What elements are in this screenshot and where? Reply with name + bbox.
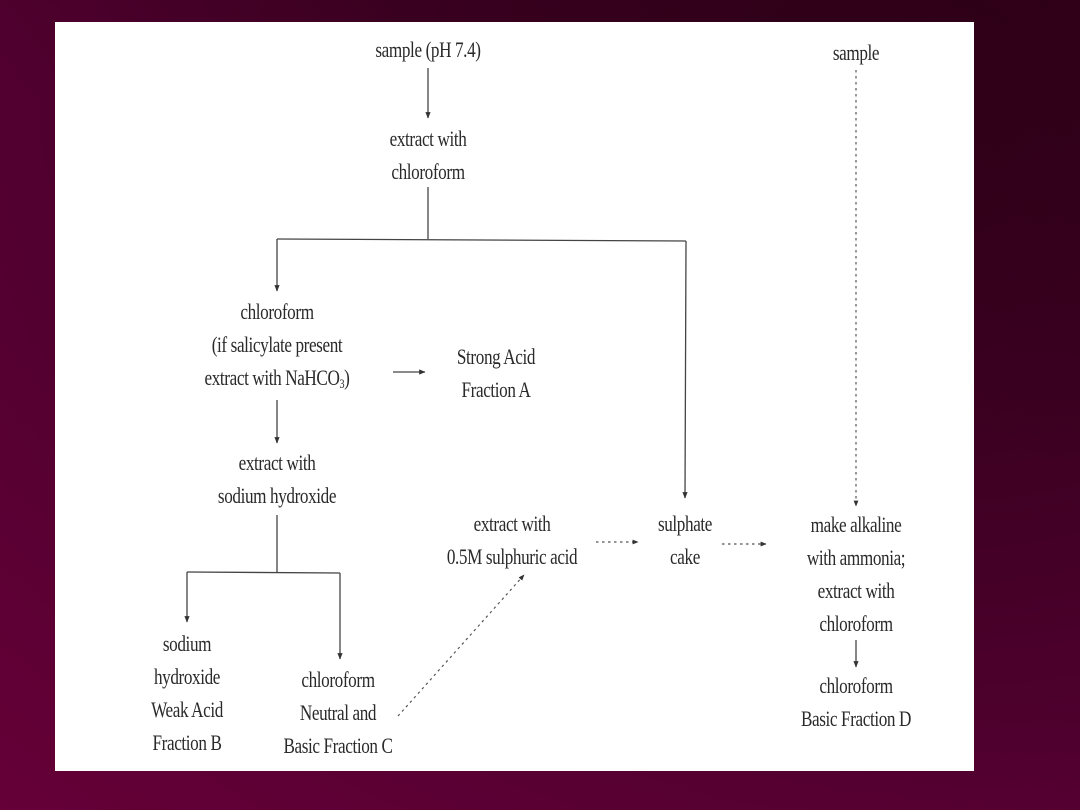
subscript-3: 3 (339, 376, 345, 391)
node-text: sample (832, 40, 880, 65)
node-text: extract with (389, 126, 467, 151)
node-weak-acid: sodium hydroxide Weak Acid Fraction B (132, 627, 241, 759)
node-text: make alkaline (810, 512, 902, 537)
node-text: (if salicylate present (211, 332, 343, 357)
node-make-alkaline: make alkaline with ammonia; extract with… (786, 508, 926, 640)
node-sample-2: sample (809, 36, 903, 69)
node-text: sodium hydroxide (217, 483, 337, 508)
node-text: chloroform (301, 667, 375, 692)
node-text: sodium (162, 631, 212, 656)
edge-split-bottom (186, 571, 341, 574)
node-text: sample (pH 7.4) (375, 37, 481, 62)
node-neutral-basic: chloroform Neutral and Basic Fraction C (260, 663, 416, 762)
node-text: chloroform (819, 611, 893, 636)
node-text: Strong Acid (456, 344, 536, 369)
node-text-nahco3: extract with NaHCO3) (176, 361, 379, 400)
node-text: ) (344, 365, 350, 390)
node-text: extract with (817, 578, 895, 603)
node-extract-naoh: extract with sodium hydroxide (191, 446, 363, 512)
node-extract-sulphuric: extract with 0.5M sulphuric acid (422, 507, 601, 573)
node-text: chloroform (819, 673, 893, 698)
edge-split-top (276, 238, 687, 242)
node-text: sulphate (657, 511, 713, 536)
node-text: with ammonia; (806, 545, 906, 570)
node-extract-chloroform: extract with chloroform (350, 122, 506, 188)
node-sample-ph: sample (pH 7.4) (350, 33, 506, 66)
node-text: chloroform (391, 159, 465, 184)
node-text: Fraction B (152, 730, 222, 755)
node-text: 0.5M sulphuric acid (446, 544, 578, 569)
edge-to-sulphate-cake (682, 240, 688, 499)
diagram-panel (55, 22, 974, 771)
edge-neutral-to-sulphuric (397, 574, 525, 717)
node-text: extract with (238, 450, 316, 475)
node-text: Basic Fraction C (283, 733, 393, 758)
node-text: chloroform (240, 299, 314, 324)
node-text: extract with (473, 511, 551, 536)
node-strong-acid: Strong Acid Fraction A (434, 340, 559, 406)
node-chloroform-salicylate: chloroform (if salicylate present extrac… (176, 295, 379, 400)
node-text: Fraction A (461, 377, 531, 402)
node-text: Basic Fraction D (800, 706, 912, 731)
node-text: Weak Acid (151, 697, 223, 722)
node-sulphate-cake: sulphate cake (638, 507, 732, 573)
node-text: Neutral and (299, 700, 377, 725)
node-basic-fraction-d: chloroform Basic Fraction D (778, 669, 934, 735)
node-text: hydroxide (153, 664, 221, 689)
node-text: extract with NaHCO (204, 365, 340, 390)
node-text: cake (670, 544, 700, 569)
